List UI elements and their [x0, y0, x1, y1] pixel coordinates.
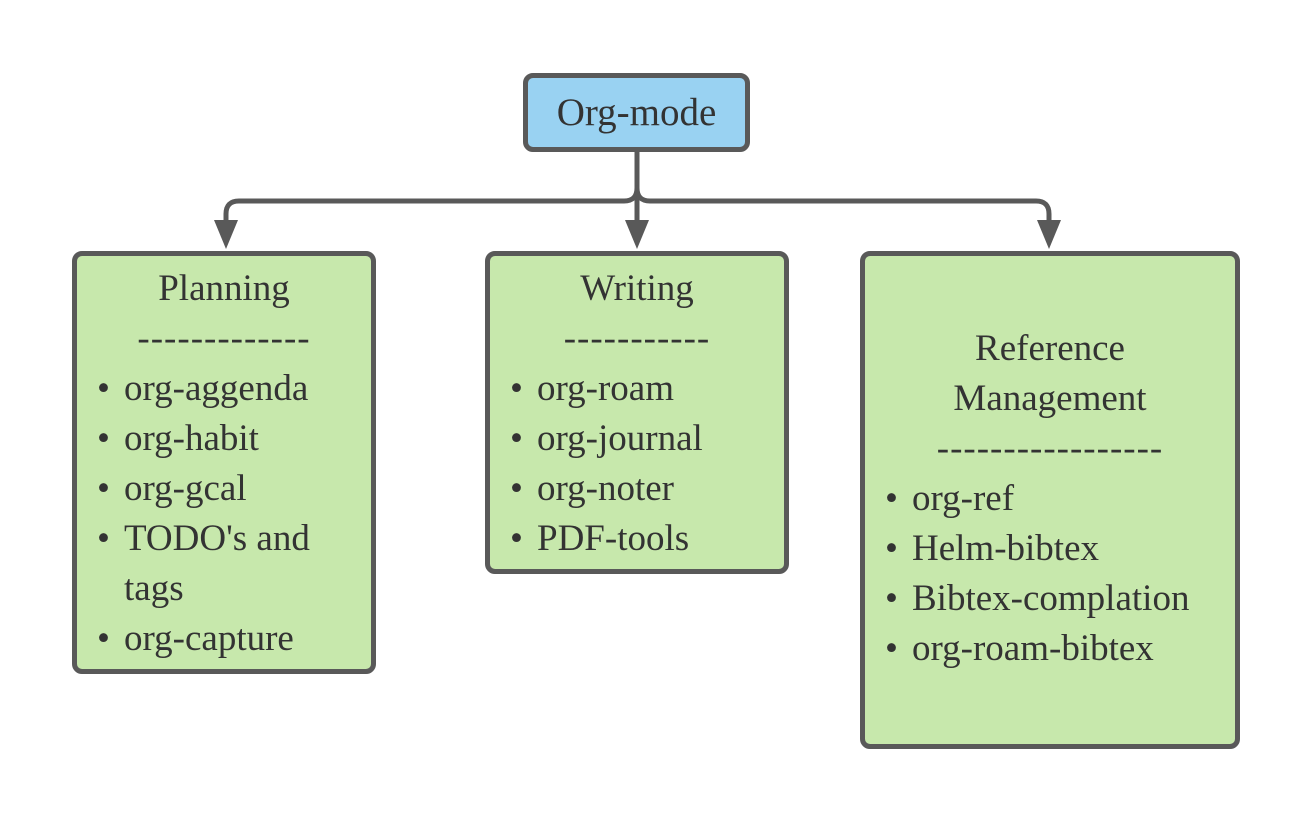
planning-list: org-aggenda org-habit org-gcal TODO's an… [77, 364, 371, 664]
list-item: org-aggenda [77, 364, 371, 414]
reference-separator: ----------------- [936, 428, 1164, 469]
list-item: org-habit [77, 414, 371, 464]
arrowhead-planning [214, 220, 238, 249]
connector-right [634, 185, 1052, 231]
writing-list: org-roam org-journal org-noter PDF-tools [490, 364, 784, 564]
list-item: org-gcal [77, 464, 371, 514]
list-item: org-journal [490, 414, 784, 464]
root-node-org-mode: Org-mode [523, 73, 750, 152]
list-item: Bibtex-complation [865, 574, 1235, 624]
arrowhead-writing [625, 220, 649, 249]
reference-management-box: Reference Management ----------------- o… [860, 251, 1240, 749]
arrowhead-reference [1037, 220, 1061, 249]
planning-heading: Planning [158, 268, 290, 309]
list-item: org-noter [490, 464, 784, 514]
list-item: org-capture [77, 614, 371, 664]
reference-heading: Reference Management [953, 328, 1147, 419]
list-item: Helm-bibtex [865, 524, 1235, 574]
root-label: Org-mode [556, 91, 717, 134]
writing-box: Writing ----------- org-roam org-journal… [485, 251, 789, 574]
writing-separator: ----------- [563, 318, 711, 359]
reference-list: org-ref Helm-bibtex Bibtex-complation or… [865, 474, 1235, 674]
list-item: PDF-tools [490, 514, 784, 564]
planning-separator: ------------- [137, 318, 311, 359]
list-item: TODO's and tags [77, 514, 371, 614]
list-item: org-ref [865, 474, 1235, 524]
list-item: org-roam [490, 364, 784, 414]
connector-left [223, 185, 640, 231]
list-item: org-roam-bibtex [865, 624, 1235, 674]
writing-heading: Writing [580, 268, 694, 309]
planning-box: Planning ------------- org-aggenda org-h… [72, 251, 376, 674]
